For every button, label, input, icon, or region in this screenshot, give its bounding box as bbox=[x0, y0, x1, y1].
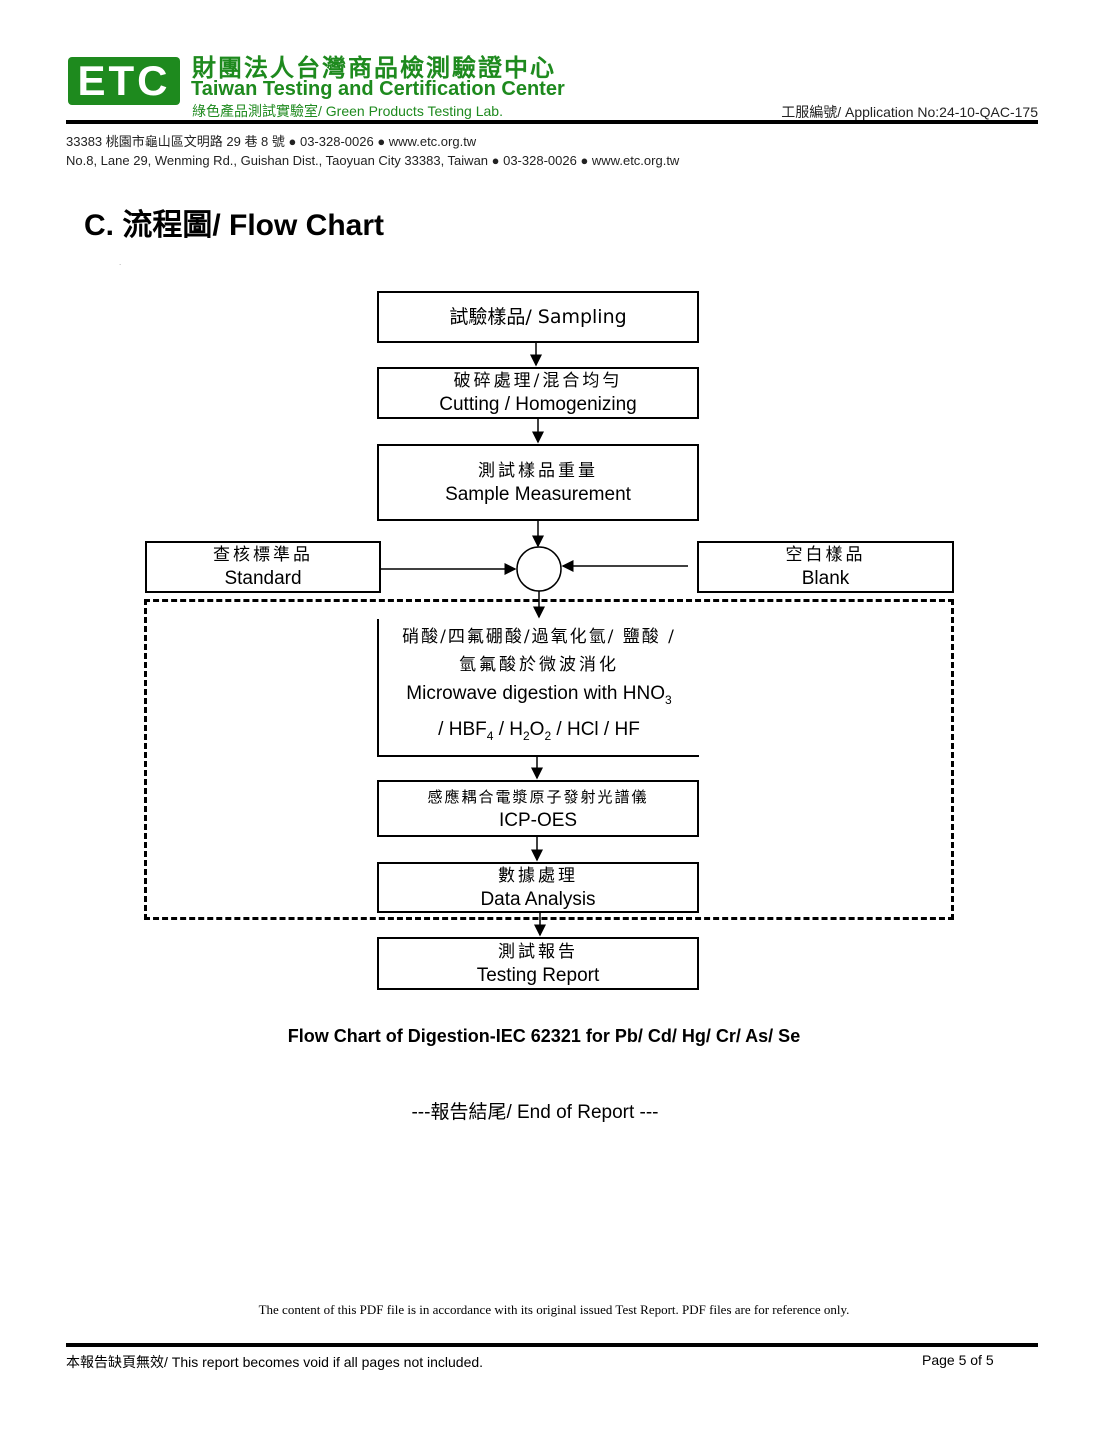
data-analysis-box: 數據處理 Data Analysis bbox=[377, 862, 699, 913]
icp-box: 感應耦合電漿原子發射光譜儀 ICP-OES bbox=[377, 780, 699, 837]
testing-report-label-zh: 測試報告 bbox=[498, 941, 578, 962]
sampling-label: 試驗樣品/ Sampling bbox=[449, 306, 627, 328]
digestion-label-en-1: Microwave digestion with HNO3 bbox=[406, 683, 672, 707]
stray-mark: . bbox=[119, 258, 122, 267]
data-analysis-label-en: Data Analysis bbox=[480, 888, 596, 910]
application-number: 工服編號/ Application No:24-10-QAC-175 bbox=[781, 104, 1038, 120]
sampling-box: 試驗樣品/ Sampling bbox=[377, 291, 699, 343]
blank-box: 空白樣品 Blank bbox=[697, 541, 954, 593]
lab-name: 綠色產品測試實驗室/ Green Products Testing Lab. bbox=[192, 103, 503, 119]
cutting-label-en: Cutting / Homogenizing bbox=[439, 394, 637, 415]
address-zh: 33383 桃園市龜山區文明路 29 巷 8 號 ● 03-328-0026 ●… bbox=[66, 134, 477, 149]
measurement-label-zh: 測試樣品重量 bbox=[478, 460, 598, 481]
page-number: Page 5 of 5 bbox=[922, 1352, 994, 1368]
measurement-box: 測試樣品重量 Sample Measurement bbox=[377, 444, 699, 521]
measurement-label-en: Sample Measurement bbox=[445, 483, 631, 505]
footer-rule bbox=[66, 1343, 1038, 1347]
blank-label-zh: 空白樣品 bbox=[785, 545, 866, 565]
junction-circle bbox=[516, 546, 562, 592]
standard-label-zh: 查核標準品 bbox=[213, 545, 313, 565]
void-notice: 本報告缺頁無效/ This report becomes void if all… bbox=[66, 1354, 484, 1370]
section-title: C. 流程圖/ Flow Chart bbox=[84, 209, 384, 242]
icp-label-en: ICP-OES bbox=[498, 809, 578, 831]
icp-label-zh: 感應耦合電漿原子發射光譜儀 bbox=[427, 787, 649, 806]
testing-report-box: 測試報告 Testing Report bbox=[377, 937, 699, 990]
end-of-report: ---報告結尾/ End of Report --- bbox=[411, 1102, 659, 1123]
header-rule bbox=[66, 120, 1038, 124]
cutting-label-zh: 破碎處理/混合均勻 bbox=[453, 371, 623, 391]
digestion-label-zh-2: 氫氟酸於微波消化 bbox=[459, 655, 619, 676]
data-analysis-label-zh: 數據處理 bbox=[498, 865, 578, 886]
pdf-disclaimer: The content of this PDF file is in accor… bbox=[258, 1302, 850, 1317]
digestion-box: 硝酸/四氟硼酸/過氧化氫/ 鹽酸 / 氫氟酸於微波消化 Microwave di… bbox=[377, 619, 699, 757]
testing-report-label-en: Testing Report bbox=[476, 964, 600, 986]
org-name-zh: 財團法人台灣商品檢測驗證中心 bbox=[192, 53, 556, 82]
blank-label-en: Blank bbox=[801, 568, 850, 589]
org-name-en: Taiwan Testing and Certification Center bbox=[191, 78, 565, 100]
cutting-box: 破碎處理/混合均勻 Cutting / Homogenizing bbox=[377, 367, 699, 419]
digestion-label-en-2: / HBF4 / H2O2 / HCl / HF bbox=[438, 719, 640, 743]
etc-logo: ETC bbox=[68, 57, 180, 105]
digestion-label-zh-1: 硝酸/四氟硼酸/過氧化氫/ 鹽酸 / bbox=[402, 627, 676, 648]
address-en: No.8, Lane 29, Wenming Rd., Guishan Dist… bbox=[66, 153, 680, 168]
standard-label-en: Standard bbox=[224, 568, 302, 589]
digestion-dashed-region bbox=[144, 599, 954, 920]
flowchart-caption: Flow Chart of Digestion-IEC 62321 for Pb… bbox=[287, 1026, 801, 1046]
standard-box: 查核標準品 Standard bbox=[145, 541, 381, 593]
